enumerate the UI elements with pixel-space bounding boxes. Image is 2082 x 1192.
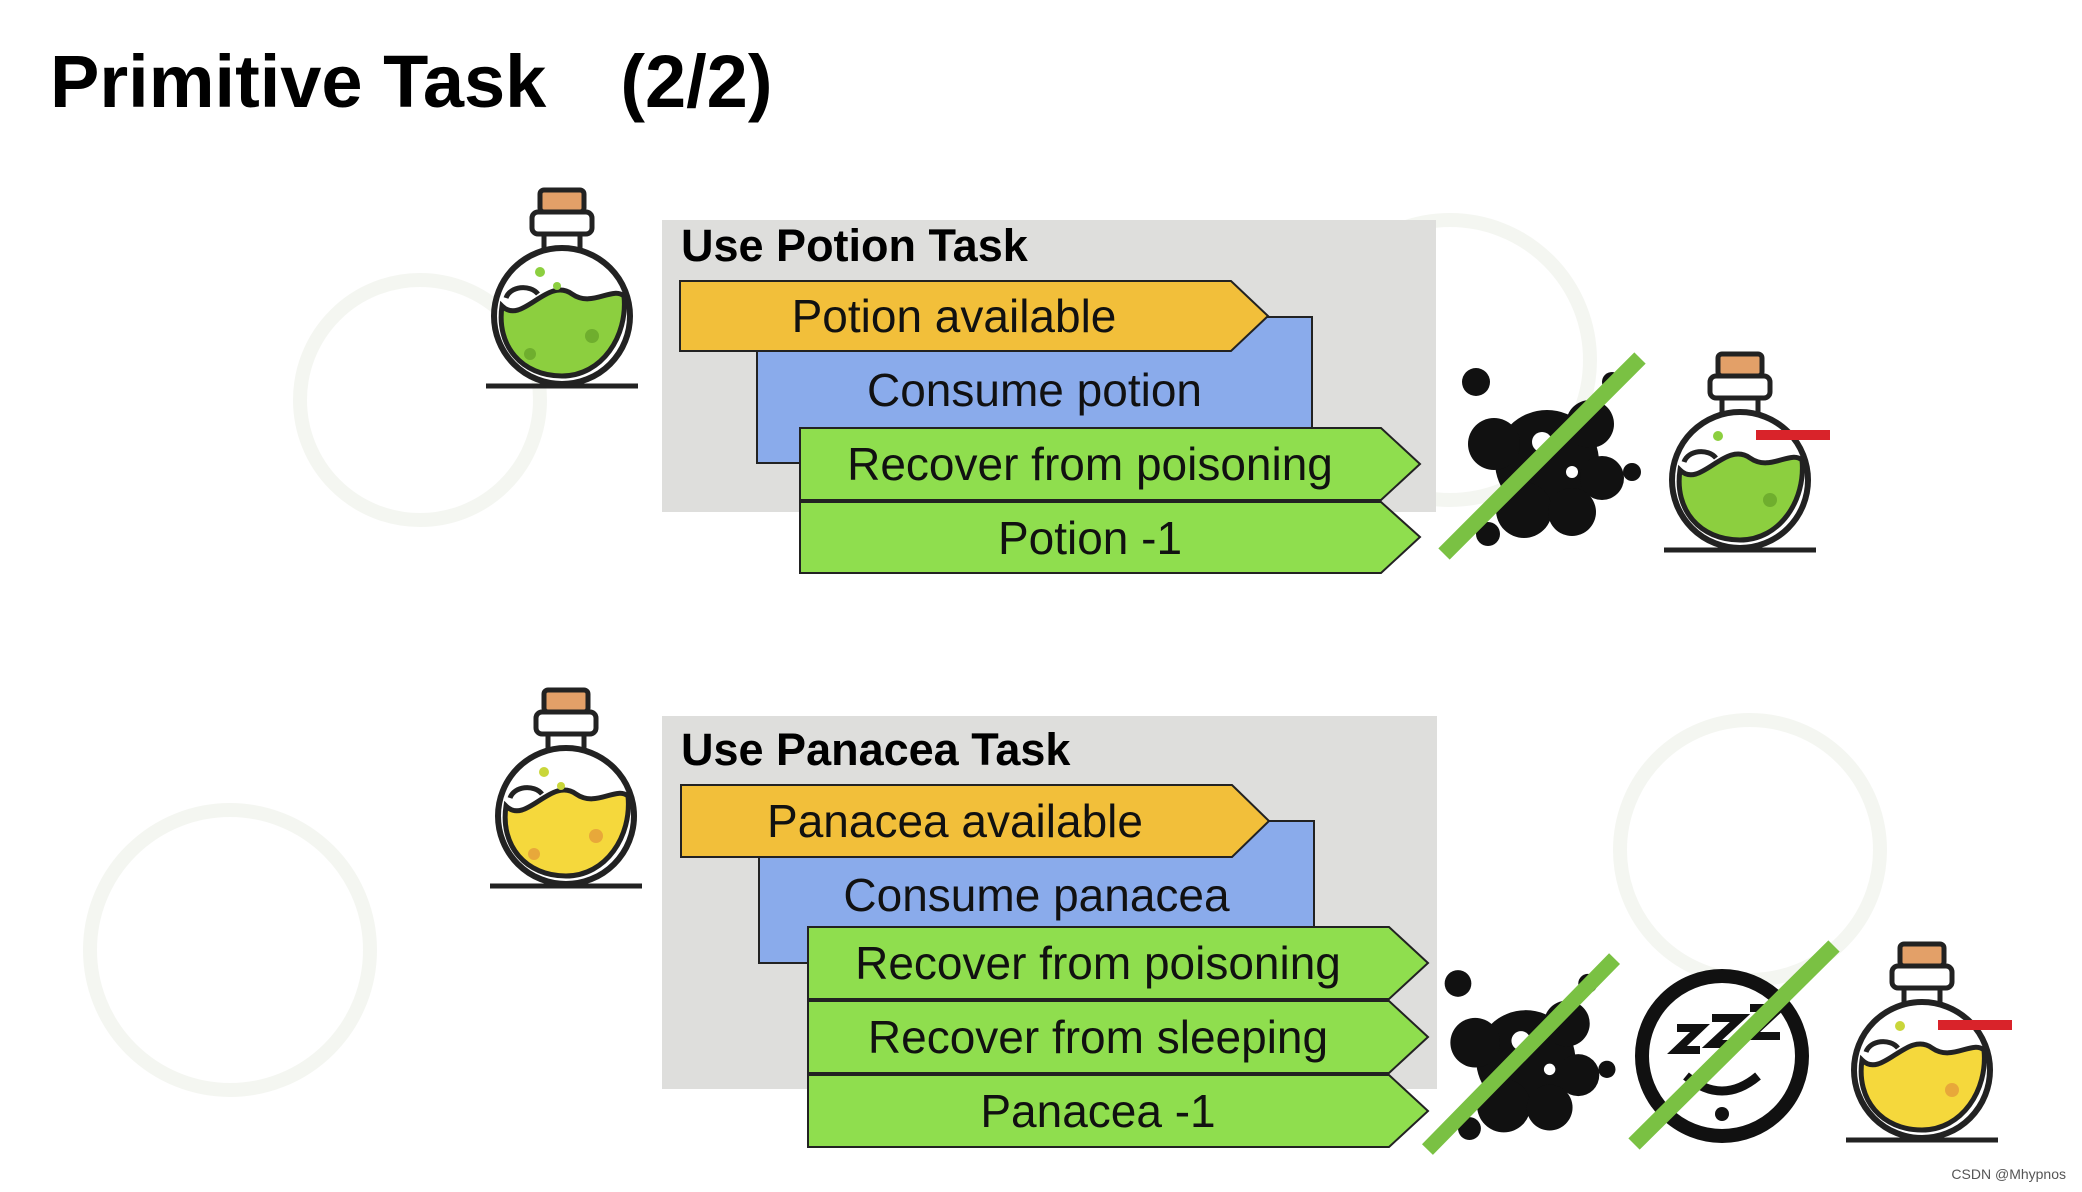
precondition-arrow-shape xyxy=(680,784,1271,858)
poison-splat-icon xyxy=(1438,352,1646,560)
operator-label: Consume potion xyxy=(867,364,1202,416)
effect-label: Potion -1 xyxy=(997,511,1183,564)
image-credit: CSDN @Mhypnos xyxy=(1951,1166,2066,1182)
effect-arrow-shape xyxy=(799,501,1422,574)
green-potion-bottle-icon xyxy=(486,187,638,389)
effect-arrow-shape xyxy=(807,1074,1430,1148)
effect-recover-sleeping: Recover from sleeping xyxy=(807,1000,1430,1074)
precondition-label: Potion available xyxy=(791,290,1117,342)
task-title-potion: Use Potion Task xyxy=(681,220,1028,271)
precondition-potion-available: Potion available xyxy=(679,280,1270,352)
sleep-zzz-icon xyxy=(1628,940,1840,1150)
effect-label: Recover from poisoning xyxy=(855,937,1341,989)
effect-arrow-shape xyxy=(807,1000,1430,1074)
poison-splat-icon xyxy=(1422,953,1620,1155)
effect-recover-poisoning: Recover from poisoning xyxy=(807,926,1430,1000)
task-title-panacea: Use Panacea Task xyxy=(681,724,1071,775)
effect-arrow-shape xyxy=(807,926,1430,1000)
effect-panacea-minus-one: Panacea -1 xyxy=(807,1074,1430,1148)
minus-mark xyxy=(1756,430,1830,440)
precondition-label: Panacea available xyxy=(767,795,1143,847)
precondition-panacea-available: Panacea available xyxy=(680,784,1271,858)
precondition-arrow-shape xyxy=(679,280,1270,352)
effect-label: Recover from sleeping xyxy=(867,1011,1329,1063)
green-potion-minus-icon xyxy=(1664,351,1830,553)
yellow-panacea-bottle-icon xyxy=(490,687,642,889)
operator-label: Consume panacea xyxy=(843,869,1230,921)
effect-label: Recover from poisoning xyxy=(847,438,1333,490)
effect-arrow-shape xyxy=(799,427,1422,501)
effect-label: Panacea -1 xyxy=(980,1085,1216,1137)
effect-recover-poisoning: Recover from poisoning xyxy=(799,427,1422,501)
page-title: Primitive Task (2/2) xyxy=(50,40,773,123)
yellow-panacea-minus-icon xyxy=(1846,941,2012,1143)
effect-potion-minus-one: Potion -1 xyxy=(799,501,1422,574)
minus-mark xyxy=(1938,1020,2012,1030)
